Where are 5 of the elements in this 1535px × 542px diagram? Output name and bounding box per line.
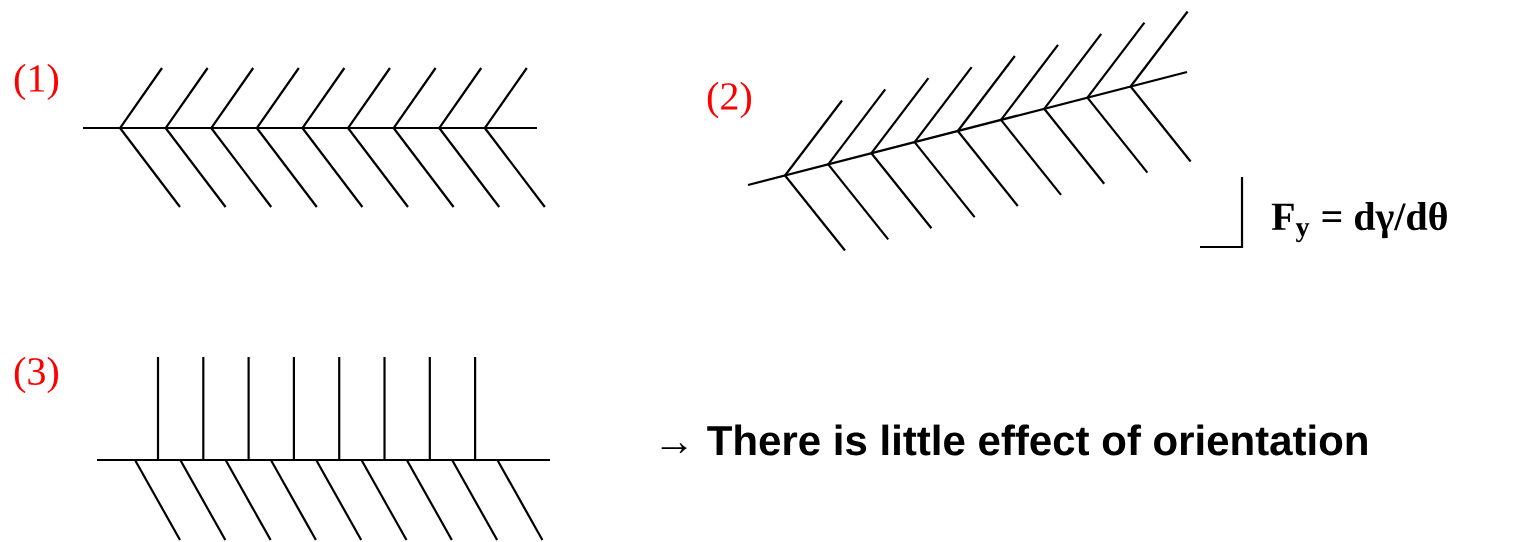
note-text: → There is little effect of orientation [661, 424, 1367, 456]
equation: F$_{y}$ = dγ/dθ [1271, 201, 1447, 243]
case-number: (2) [707, 81, 751, 119]
case-number: (1) [14, 63, 58, 101]
case-number: (3) [14, 356, 58, 394]
